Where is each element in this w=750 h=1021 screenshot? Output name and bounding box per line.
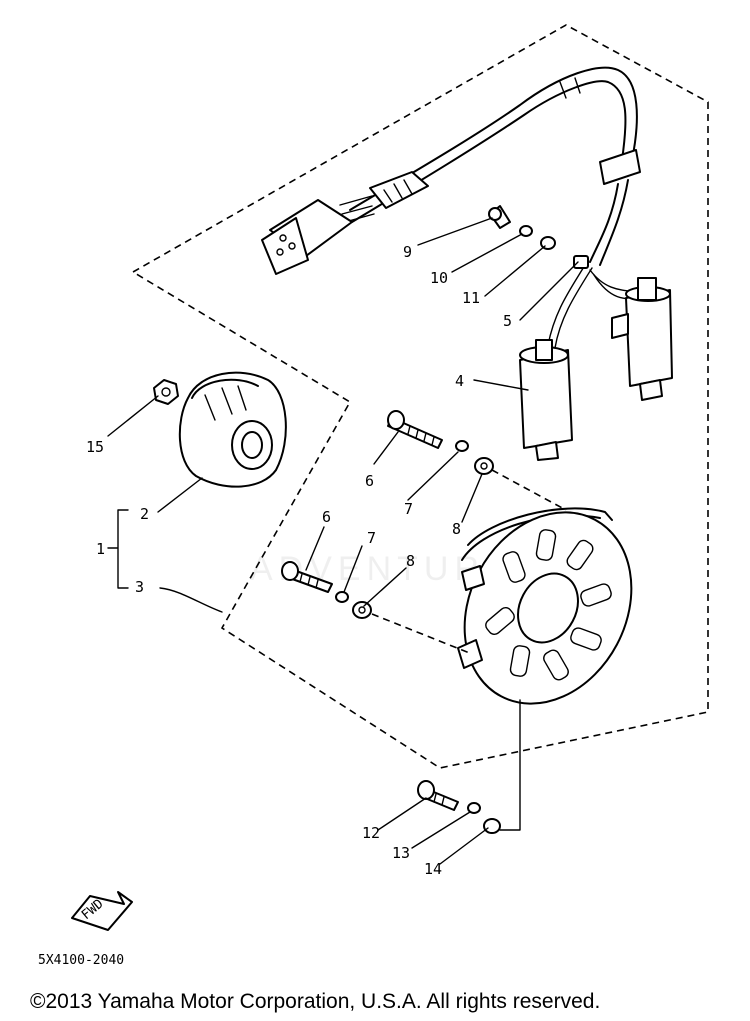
screw-6-upper	[387, 410, 443, 449]
washer-8-lower	[352, 601, 372, 619]
stator-assembly	[457, 507, 633, 705]
dashed-alignment-lower	[371, 613, 473, 655]
screw-12	[417, 780, 459, 811]
screw-6-lower	[281, 561, 333, 593]
callout-1: 1	[96, 540, 105, 558]
callout-7-upper: 7	[404, 500, 413, 518]
washer-14	[483, 818, 501, 834]
callout-12: 12	[362, 824, 380, 842]
washer-7-upper	[455, 440, 469, 452]
leader-lines	[107, 217, 579, 865]
callout-13: 13	[392, 844, 410, 862]
callout-7-lower: 7	[367, 529, 376, 547]
callout-4: 4	[455, 372, 464, 390]
flywheel-rotor	[178, 371, 287, 488]
copyright-text: ©2013 Yamaha Motor Corporation, U.S.A. A…	[30, 990, 600, 1013]
callout-3: 3	[135, 578, 144, 596]
callout-5: 5	[503, 312, 512, 330]
washer-8-upper	[474, 457, 494, 475]
callout-10: 10	[430, 269, 448, 287]
callout-2: 2	[140, 505, 149, 523]
cdi-unit-left	[519, 339, 573, 461]
callout-9: 9	[403, 243, 412, 261]
dashed-alignment-upper	[491, 469, 567, 511]
washer-7-lower	[335, 591, 349, 603]
callout-6-lower: 6	[322, 508, 331, 526]
wire-harness	[261, 66, 641, 349]
callout-6-upper: 6	[365, 472, 374, 490]
assembly-boundary-main	[131, 24, 709, 769]
diagram-code: 5X4100-2040	[38, 953, 124, 968]
nut-15	[153, 379, 179, 405]
callout-14: 14	[424, 860, 442, 878]
callout-8-upper: 8	[452, 520, 461, 538]
washer-10	[519, 225, 533, 237]
washer-13	[467, 802, 481, 814]
callout-15: 15	[86, 438, 104, 456]
assembly-line-14	[499, 699, 521, 831]
callout-8-lower: 8	[406, 552, 415, 570]
fwd-arrow-icon: FWD	[71, 891, 133, 931]
cdi-unit-right	[611, 277, 673, 401]
callout-11: 11	[462, 289, 480, 307]
screw-9	[488, 205, 511, 229]
